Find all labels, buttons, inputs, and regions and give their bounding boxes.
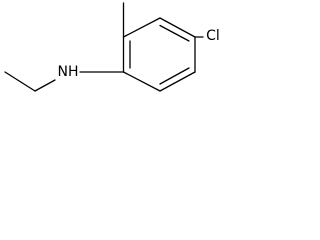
chemical-structure: NH Cl	[4, 2, 220, 92]
ethyl-bond	[4, 71, 36, 92]
nitrogen-to-ethyl-bond	[34, 79, 56, 92]
ring-bond-c6-c1	[122, 71, 161, 92]
ring-bond-c2-c3	[122, 17, 161, 38]
benzene-ring	[122, 17, 196, 92]
ring-double-bond-c3-c4	[159, 24, 190, 42]
amine-label: NH	[58, 64, 79, 80]
ring-double-bond-c5-c6	[159, 67, 190, 85]
chlorine-label: Cl	[206, 28, 220, 44]
ring-bond-c5-c6	[159, 71, 196, 92]
ring-bond-c3-c4	[159, 17, 196, 38]
